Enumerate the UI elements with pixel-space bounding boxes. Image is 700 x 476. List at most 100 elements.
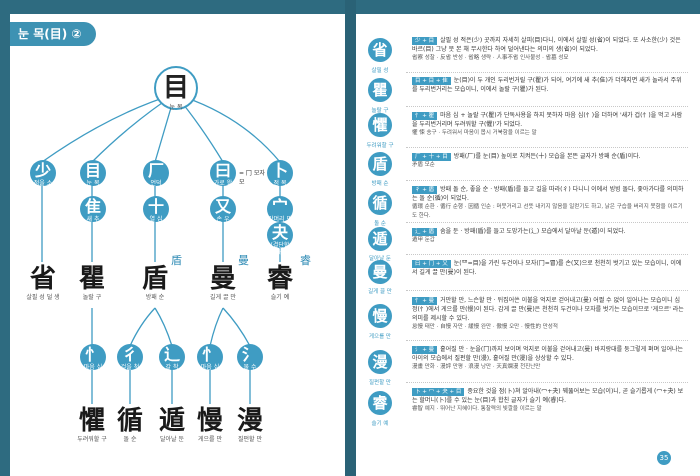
mid-char: 睿	[266, 264, 293, 294]
entry-text: 눈(目)이 두 개인 두리번거릴 구(瞿)가 되어, 여기에 새 추(隹)가 더…	[412, 77, 682, 93]
mid-char-node: 睿 슬기 예	[258, 262, 302, 302]
entry-char-icon: 慢	[368, 304, 392, 328]
entry-text: 중요한 것을 점(卜)쳐 알아내(冖+夬) 꿰뚫어보는 모습(이)니, 곧 슬기…	[412, 388, 684, 404]
entry-text: 숨을 둔 · 방패(盾)를 들고 도망가는(辶) 모습에서 달아날 둔(遁)이 …	[440, 228, 626, 235]
level1-node: 目 눈 목	[80, 160, 106, 187]
entry-char-icon: 遁	[368, 227, 392, 251]
entry-char-label: 방패 순	[371, 181, 389, 187]
formula-badge: 目 + 目 + 隹	[412, 77, 451, 85]
level1-label: 점 복	[273, 180, 287, 187]
bottom-char-node: 慢 게으를 만	[188, 404, 232, 444]
mid-char-node: 盾 방패 순	[133, 262, 177, 302]
level2-char: 宀	[271, 197, 288, 216]
level2-label: 새 추	[86, 216, 100, 223]
entry-example: 怠慢 태만 · 自慢 자만 · 緩慢 완만 · 傲慢 오만 · 慢性的 만성적	[412, 324, 558, 330]
entry-divider	[406, 222, 688, 223]
level2-node: 隹 새 추	[80, 196, 106, 223]
mid-tag-char: 睿	[300, 254, 311, 267]
mid-char: 曼	[209, 264, 236, 294]
entry-text: 방패 돌 순, 좋을 순 · 방패(盾)를 들고 길을 따라(彳) 다니니 이에…	[412, 186, 684, 202]
level3-char: 氵	[241, 345, 258, 364]
entry-char-icon: 漫	[368, 350, 392, 374]
mid-tag-char: 盾	[171, 254, 182, 267]
level3-char: 辶	[163, 345, 180, 364]
mid-char-node: 省 살필 성 덜 생	[22, 262, 64, 302]
entry-char-label: 게으를 만	[369, 334, 391, 340]
level3-label: 걸을 척	[120, 364, 140, 371]
level3-node: 忄 마음 심	[80, 344, 106, 371]
entry-divider	[406, 340, 688, 341]
level2-char: 隹	[84, 197, 101, 216]
bottom-char-node: 懼 두려워할 구	[70, 404, 114, 444]
mid-char-label: 슬기 예	[270, 294, 290, 301]
level2-label: 갓머리 면	[268, 216, 292, 223]
entry-example: 睿智 예지 · 뛰어난 지혜이다. 통찰력의 빛깔을 이르는 말	[412, 406, 542, 412]
bottom-char: 循	[116, 406, 143, 436]
entry-example: 循環 순환 · 循行 순행 · 因循 인순 : 머뭇거리고 선뜻 내키지 않음을…	[412, 204, 683, 219]
level1-node: 少 적을 소	[30, 160, 56, 187]
level2-label: (결단할 쾌)	[270, 242, 290, 256]
entry-char-label: 길게 끌 만	[368, 289, 392, 295]
mid-char: 省	[29, 264, 56, 294]
entry-char-label: 달아날 둔	[369, 256, 391, 262]
bottom-char: 遁	[158, 406, 185, 436]
formula-badge: 氵 + 曼	[412, 346, 438, 354]
formula-badge: 少 + 目	[412, 37, 438, 45]
level3-char: 忄	[201, 345, 218, 364]
level1-char: 目	[84, 161, 101, 180]
entry-divider	[406, 147, 688, 148]
entry-text: 거만할 만, 느슨할 만 · 뒤집어쓴 이불을 억지로 걷어내고(曼) 어쩔 수…	[412, 297, 684, 322]
mid-char: 瞿	[78, 264, 105, 294]
level3-node: 忄 마음 심	[197, 344, 223, 371]
entry-divider	[406, 106, 688, 107]
mid-char-node: 曼 길게 끌 만	[201, 262, 245, 302]
entry-char-label: 두려워할 구	[366, 143, 394, 149]
level1-label: 언덕	[150, 180, 162, 187]
level3-label: 마음 심	[83, 364, 103, 371]
level1-char: 曰	[214, 161, 231, 180]
root-char: 目	[162, 73, 189, 103]
page-number: 35	[657, 451, 671, 465]
bottom-char-node: 遁 달아날 둔	[150, 404, 194, 444]
entry-divider	[406, 290, 688, 291]
formula-badge: 卜 + 冖 + 夬 + 目	[412, 388, 465, 396]
level1-label: 눈 목	[86, 180, 100, 187]
level2-node: 又 손 우	[210, 196, 236, 223]
root-node: 目 눈 목	[154, 66, 198, 111]
level1-node: 厂 언덕	[143, 160, 169, 187]
entry-char-label: 돌 순	[374, 221, 386, 227]
bottom-char-label: 두려워할 구	[77, 436, 107, 443]
level3-char: 忄	[84, 345, 101, 364]
book-gutter	[345, 0, 356, 476]
bottom-char-label: 게으를 만	[198, 436, 222, 443]
level1-extra-note: = 冂 모자 모	[239, 170, 265, 186]
entry-text: 방패(厂)를 눈(目) 높이로 치켜든(十) 모습을 본뜬 글자가 방패 순(盾…	[453, 153, 641, 160]
entry-example: 懼 悚 송구 · 두려워서 마음이 몹시 거북함을 이르는 말	[412, 130, 537, 136]
level1-char: 少	[34, 161, 51, 180]
entry-text: 살필 성 적은(少) 곳까지 자세히 살피(目)다니, 이에서 살필 성(省)이…	[412, 37, 681, 53]
level2-label: 열 십	[149, 216, 163, 223]
entry-divider	[406, 72, 688, 73]
entry-text: 마음 심 + 놀랄 구(瞿)가 단독사용을 하지 못하자 마음 심(忄)을 더하…	[412, 112, 683, 128]
mid-char-label: 살필 성 덜 생	[26, 294, 60, 301]
entry-example: 漫畫 만화 · 漫評 만평 · 浪漫 낭만 · 天真爛漫 천진난만	[412, 364, 541, 370]
left-page: 눈 목(目) ②	[10, 14, 345, 476]
bottom-char: 懼	[78, 406, 105, 436]
level3-label: 갈 착	[165, 364, 179, 371]
entry-char-label: 질펀할 만	[369, 380, 391, 386]
entry-char-label: 살필 성	[371, 68, 389, 74]
level2-char: 夬	[271, 223, 288, 242]
level2-node: 夬 (결단할 쾌)	[267, 222, 293, 256]
bottom-char: 漫	[236, 406, 263, 436]
level1-node: 曰 가로 왈	[210, 160, 236, 187]
level2-label: 손 우	[216, 216, 230, 223]
entry-example: 省察 성찰 · 反省 반성 · 省略 생략 · 人事不省 인사불성 · 省墓 성…	[412, 55, 569, 61]
